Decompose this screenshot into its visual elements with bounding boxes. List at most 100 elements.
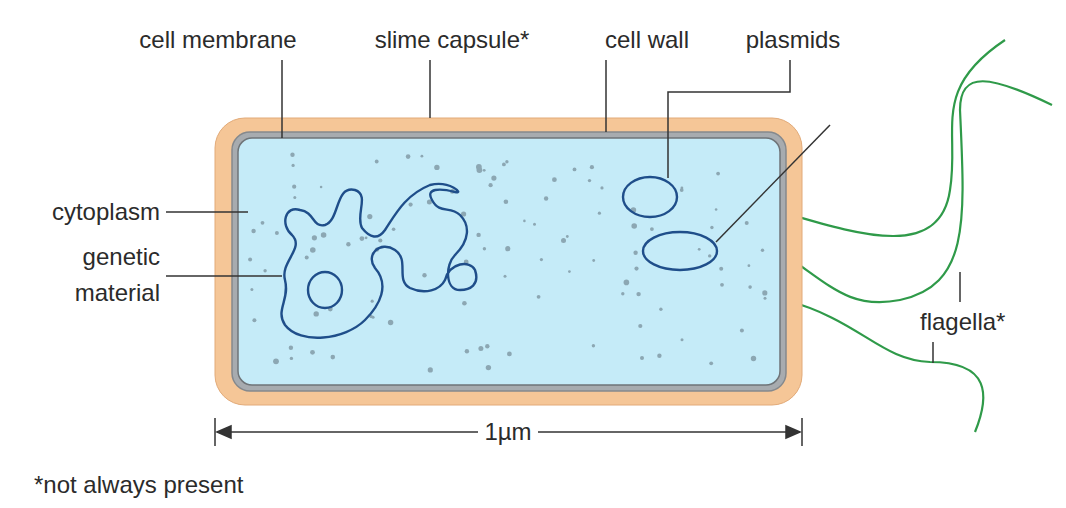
leader-lines	[166, 60, 960, 363]
ribosome-dot	[489, 183, 493, 187]
part-label: plasmids	[746, 22, 841, 58]
ribosome-dot	[719, 267, 723, 271]
ribosome-dot	[636, 292, 640, 296]
ribosome-dot	[715, 208, 718, 211]
ribosome-dot	[409, 203, 413, 207]
ribosome-dot	[761, 249, 764, 252]
ribosome-dot	[314, 311, 319, 316]
ribosome-dot	[573, 168, 577, 172]
ribosome-dot	[709, 361, 713, 365]
ribosome-dot	[388, 320, 393, 325]
ribosome-dot	[552, 177, 557, 182]
ribosome-dot	[392, 228, 396, 232]
ribosome-dot	[681, 338, 684, 341]
ribosome-dot	[321, 232, 327, 238]
ribosome-dot	[428, 367, 433, 372]
ribosome-dot	[252, 318, 256, 322]
ribosome-dot	[638, 324, 642, 328]
ribosome-dot	[360, 236, 365, 241]
flagella-drawing	[785, 40, 1052, 432]
ribosome-dot	[486, 365, 491, 370]
ribosome-dot	[657, 354, 661, 358]
ribosome-dot	[406, 154, 411, 159]
ribosome-dot	[320, 186, 323, 189]
ribosome-dot	[491, 176, 496, 181]
ribosome-dot	[544, 196, 548, 200]
ribosome-dot	[478, 346, 483, 351]
ribosome-dot	[422, 273, 426, 277]
part-label: cytoplasm	[52, 194, 160, 230]
ribosome-dot	[751, 356, 756, 361]
ribosome-dot	[371, 300, 374, 303]
part-label: cell wall	[605, 22, 689, 58]
ribosome-dot	[740, 329, 744, 333]
ribosome-dot	[305, 256, 309, 260]
ribosome-dot	[505, 160, 508, 163]
ribosome-dot	[476, 233, 480, 237]
ribosome-dot	[561, 238, 566, 243]
ribosome-dot	[634, 267, 638, 271]
ribosome-dot	[290, 153, 294, 157]
ribosome-dot	[292, 185, 296, 189]
ribosome-dot	[698, 248, 701, 251]
ribosome-dot	[600, 186, 603, 189]
ribosome-dot	[621, 292, 624, 295]
plasmid-drawing	[623, 177, 717, 270]
ribosome-dot	[331, 355, 336, 360]
ribosome-dot	[312, 235, 317, 240]
ribosome-dot	[592, 344, 595, 347]
ribosome-dot	[504, 199, 509, 204]
part-label: slime capsule*	[375, 22, 530, 58]
ribosome-dot	[537, 295, 541, 299]
ribosome-dot	[273, 358, 279, 364]
part-label: cell membrane	[139, 22, 296, 58]
ribosome-dots	[248, 153, 767, 373]
ribosome-dot	[588, 179, 591, 182]
ribosome-dot	[592, 259, 595, 262]
ribosome-dot	[650, 227, 654, 231]
ribosome-dot	[251, 229, 255, 233]
ribosome-dot	[483, 247, 486, 250]
ribosome-dot	[292, 164, 295, 167]
cell-membrane	[238, 138, 780, 385]
ribosome-dot	[434, 165, 439, 170]
ribosome-dot	[346, 242, 350, 246]
dimension-label: 1µm	[478, 414, 537, 450]
ribosome-dot	[540, 258, 543, 261]
ribosome-dot	[568, 270, 571, 273]
ribosome-dot	[720, 283, 724, 287]
ribosome-dot	[659, 308, 662, 311]
ribosome-dot	[293, 196, 296, 199]
genetic-material-drawing	[281, 184, 476, 338]
ribosome-dot	[367, 214, 372, 219]
note-label: *not always present	[34, 467, 243, 503]
slime-capsule	[215, 118, 802, 405]
ribosome-dot	[462, 301, 467, 306]
ribosome-dot	[566, 235, 569, 238]
ribosome-dot	[598, 212, 601, 215]
ribosome-dot	[261, 221, 265, 225]
ribosome-dot	[310, 247, 316, 253]
ribosome-dot	[476, 164, 482, 170]
ribosome-dot	[710, 226, 713, 229]
ribosome-dot	[378, 238, 382, 242]
ribosome-dot	[762, 290, 767, 295]
ribosome-dot	[590, 165, 594, 169]
ribosome-dot	[748, 285, 752, 289]
part-label: flagella*	[920, 304, 1005, 340]
ribosome-dot	[289, 346, 293, 350]
ribosome-dot	[502, 163, 506, 167]
ribosome-dot	[275, 231, 279, 235]
ribosome-dot	[748, 264, 751, 267]
ribosome-dot	[716, 172, 720, 176]
ribosome-dot	[633, 251, 637, 255]
ribosome-dot	[507, 352, 512, 357]
ribosome-dot	[375, 160, 379, 164]
cell-wall	[232, 132, 786, 391]
ribosome-dot	[250, 288, 253, 291]
ribosome-dot	[483, 169, 486, 172]
ribosome-dot	[465, 349, 469, 353]
ribosome-dot	[505, 246, 510, 251]
ribosome-dot	[680, 188, 684, 192]
ribosome-dot	[764, 297, 767, 300]
